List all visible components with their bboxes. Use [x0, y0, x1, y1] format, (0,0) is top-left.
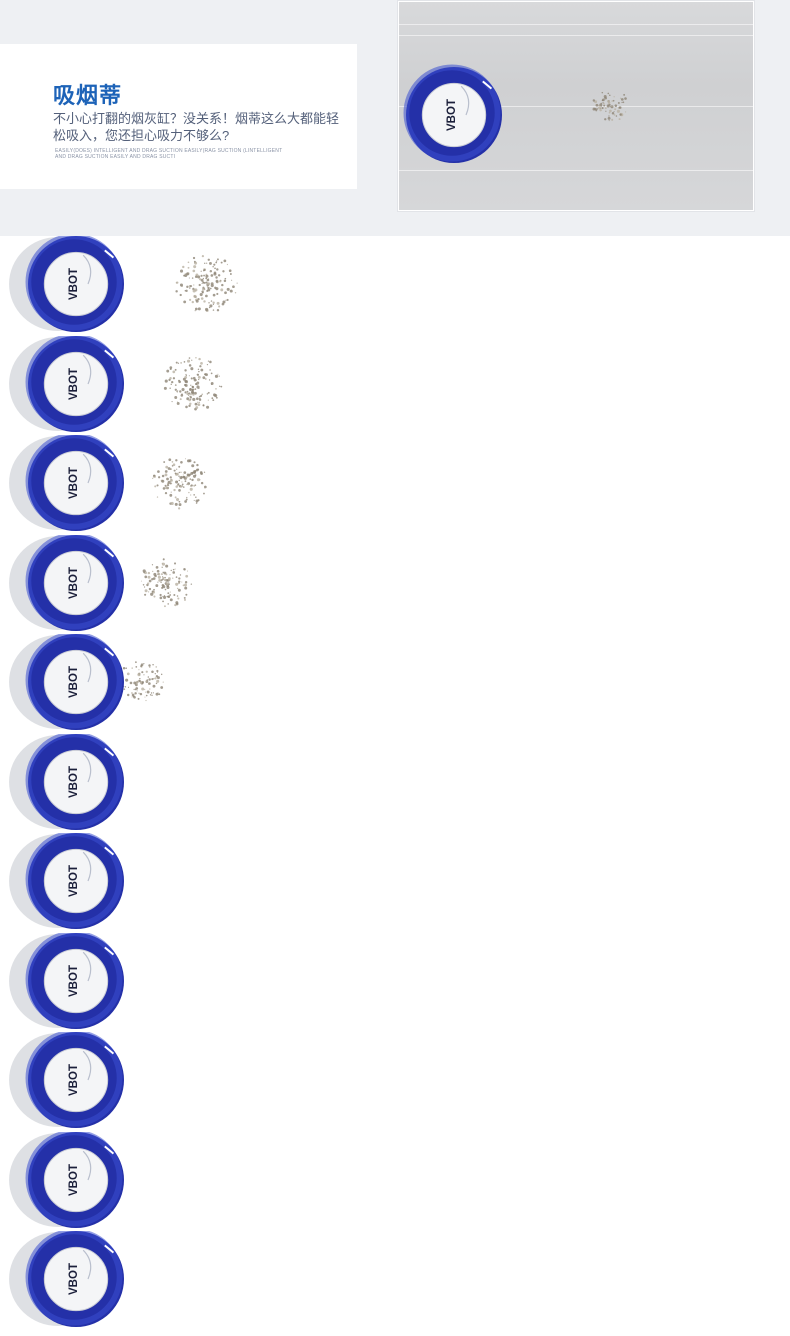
brand-logo: VBOT [68, 567, 80, 599]
brand-logo: VBOT [68, 1164, 80, 1196]
brand-logo: VBOT [68, 268, 80, 300]
robot-vacuum: VBOT [9, 731, 124, 830]
robot-vacuum: VBOT [9, 930, 124, 1029]
feature-description: 不小心打翻的烟灰缸？没关系！烟蒂这么大都能轻松吸入，您还担心吸力不够么? [53, 111, 340, 143]
robot-vacuum: VBOT [9, 233, 124, 332]
animation-frame: VBOT [0, 930, 240, 1033]
animation-frame: VBOT [0, 731, 240, 834]
brand-logo: VBOT [68, 1263, 80, 1295]
brand-logo: VBOT [68, 965, 80, 997]
brand-logo: VBOT [68, 766, 80, 798]
debris-particles [592, 91, 627, 122]
animation-frame: VBOT [0, 830, 240, 933]
product-photo: VBOT [398, 1, 754, 211]
robot-vacuum: VBOT [9, 1228, 124, 1327]
feature-title: 吸烟蒂 [53, 83, 123, 108]
robot-vacuum: VBOT [9, 333, 124, 432]
animation-frame: VBOT [0, 333, 240, 436]
debris-particles [175, 254, 238, 312]
feature-text-card [0, 44, 357, 189]
robot-vacuum: VBOT [9, 830, 124, 929]
brand-logo: VBOT [68, 666, 80, 698]
brand-logo: VBOT [68, 865, 80, 897]
animation-frame: VBOT [0, 233, 240, 336]
animation-frame: VBOT [0, 432, 240, 535]
debris-particles [140, 557, 193, 607]
animation-frame: VBOT [0, 1129, 240, 1232]
brand-logo: VBOT [446, 99, 458, 131]
feature-english-tagline: EASILY(DOES) INTELLIGENT AND DRAG SUCTIO… [55, 148, 283, 160]
animation-frame: VBOT [0, 532, 240, 635]
debris-particles [119, 661, 164, 702]
debris-particles [152, 458, 207, 510]
debris-particles [163, 356, 223, 410]
feature-banner: 吸烟蒂 不小心打翻的烟灰缸？没关系！烟蒂这么大都能轻松吸入，您还担心吸力不够么?… [0, 0, 790, 236]
robot-vacuum: VBOT [9, 1129, 124, 1228]
animation-frame: VBOT [0, 1228, 240, 1331]
robot-vacuum: VBOT [9, 432, 124, 531]
robot-vacuum: VBOT [9, 532, 124, 631]
robot-vacuum: VBOT [9, 1029, 124, 1128]
brand-logo: VBOT [68, 368, 80, 400]
robot-vacuum: VBOT [403, 64, 502, 163]
animation-frame: VBOT [0, 631, 240, 734]
animation-frame: VBOT [0, 1029, 240, 1132]
brand-logo: VBOT [68, 1064, 80, 1096]
brand-logo: VBOT [68, 467, 80, 499]
robot-vacuum-illustration: VBOT [403, 64, 627, 163]
robot-vacuum: VBOT [9, 631, 124, 730]
